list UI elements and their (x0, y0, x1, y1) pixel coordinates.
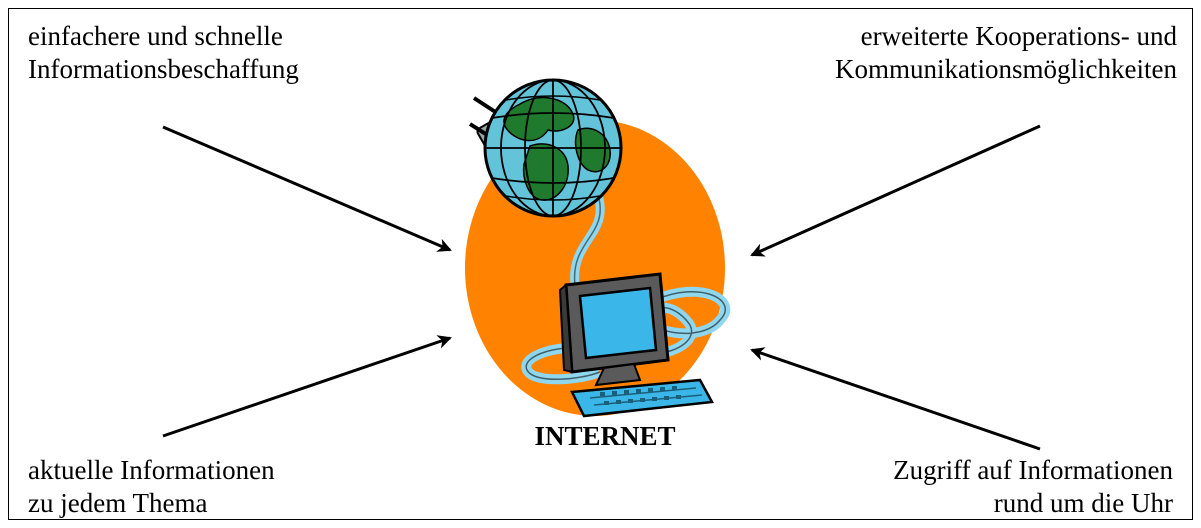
label-bottom-right-line1: Zugriff auf Informationen (893, 455, 1173, 485)
label-bottom-left-line1: aktuelle Informationen (28, 455, 275, 485)
arrow-bottom-left (162, 335, 452, 438)
label-bottom-left: aktuelle Informationen zu jedem Thema (28, 454, 275, 520)
arrow-bottom-right (750, 347, 1041, 451)
label-bottom-right: Zugriff auf Informationen rund um die Uh… (893, 454, 1173, 520)
label-top-right-line1: erweiterte Kooperations- und (860, 21, 1177, 51)
label-top-left: einfachere und schnelle Informationsbesc… (28, 20, 299, 86)
label-top-right-line2: Kommunikationsmöglichkeiten (835, 54, 1177, 85)
label-top-right: erweiterte Kooperations- und Kommunikati… (835, 20, 1177, 86)
internet-title: INTERNET (534, 421, 676, 451)
computer-icon (558, 272, 670, 387)
label-bottom-left-line2: zu jedem Thema (28, 488, 208, 519)
label-bottom-right-line2: rund um die Uhr (993, 488, 1173, 519)
keyboard-icon (570, 378, 714, 418)
globe-icon (483, 78, 623, 218)
arrow-top-left (162, 125, 452, 252)
label-top-left-line2: Informationsbeschaffung (28, 54, 299, 85)
label-top-left-line1: einfachere und schnelle (28, 21, 283, 51)
arrow-top-right (750, 124, 1041, 257)
